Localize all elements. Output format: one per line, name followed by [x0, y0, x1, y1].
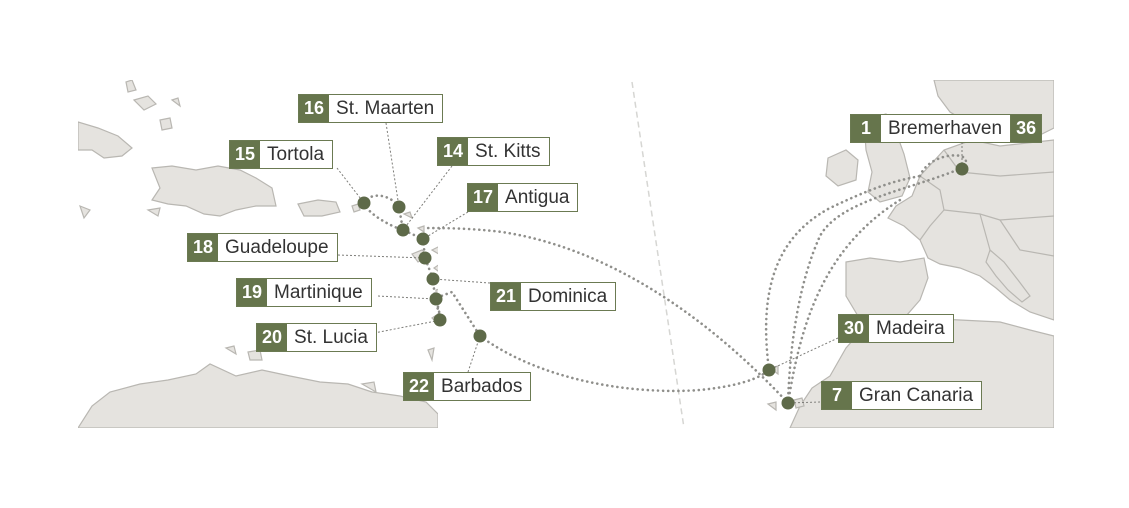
port-marker-st-lucia[interactable] [433, 313, 447, 327]
port-marker-tortola[interactable] [357, 196, 371, 210]
port-name: Gran Canaria [859, 384, 974, 406]
port-marker-st-kitts[interactable] [396, 223, 410, 237]
port-marker-barbados[interactable] [473, 329, 487, 343]
port-name: Dominica [528, 285, 608, 307]
port-number: 18 [188, 234, 219, 261]
port-name: Madeira [876, 317, 945, 339]
port-marker-dominica[interactable] [426, 272, 440, 286]
map-break-line [631, 81, 685, 429]
port-marker-st-maarten[interactable] [392, 200, 406, 214]
europe-africa-landmass [766, 80, 1054, 428]
port-number-return: 36 [1010, 115, 1042, 142]
port-number: 1 [851, 115, 881, 142]
port-number: 15 [230, 141, 261, 168]
port-marker-gran-canaria[interactable] [781, 396, 795, 410]
port-number: 20 [257, 324, 288, 351]
port-marker-antigua[interactable] [416, 232, 430, 246]
port-label-bremerhaven[interactable]: 1 Bremerhaven 36 [850, 114, 1043, 143]
port-label-st-maarten[interactable]: 16 St. Maarten [298, 94, 444, 123]
port-marker-bremerhaven[interactable] [955, 162, 969, 176]
port-number: 14 [438, 138, 469, 165]
port-number: 7 [822, 382, 852, 409]
port-number: 19 [237, 279, 268, 306]
port-label-guadeloupe[interactable]: 18 Guadeloupe [187, 233, 338, 262]
label-leader-lines [336, 122, 963, 404]
port-label-st-kitts[interactable]: 14 St. Kitts [437, 137, 550, 166]
port-label-st-lucia[interactable]: 20 St. Lucia [256, 323, 377, 352]
port-name: St. Kitts [475, 140, 541, 162]
port-name: Barbados [441, 375, 523, 397]
port-number: 30 [839, 315, 870, 342]
port-label-tortola[interactable]: 15 Tortola [229, 140, 334, 169]
port-number: 21 [491, 283, 522, 310]
port-name: Tortola [267, 143, 325, 165]
port-marker-madeira[interactable] [762, 363, 776, 377]
port-name: St. Maarten [336, 97, 435, 119]
port-label-madeira[interactable]: 30 Madeira [838, 314, 954, 343]
port-label-dominica[interactable]: 21 Dominica [490, 282, 617, 311]
port-marker-guadeloupe[interactable] [418, 251, 432, 265]
port-name: Antigua [505, 186, 570, 208]
port-name: Martinique [274, 281, 363, 303]
port-label-antigua[interactable]: 17 Antigua [467, 183, 579, 212]
caribbean-landmass [78, 80, 438, 428]
port-number: 22 [404, 373, 435, 400]
port-name: Guadeloupe [225, 236, 329, 258]
port-label-barbados[interactable]: 22 Barbados [403, 372, 532, 401]
port-number: 17 [468, 184, 499, 211]
port-marker-martinique[interactable] [429, 292, 443, 306]
port-name: St. Lucia [294, 326, 368, 348]
port-number: 16 [299, 95, 330, 122]
port-label-gran-canaria[interactable]: 7 Gran Canaria [821, 381, 983, 410]
port-label-martinique[interactable]: 19 Martinique [236, 278, 372, 307]
port-name: Bremerhaven [888, 117, 1003, 139]
